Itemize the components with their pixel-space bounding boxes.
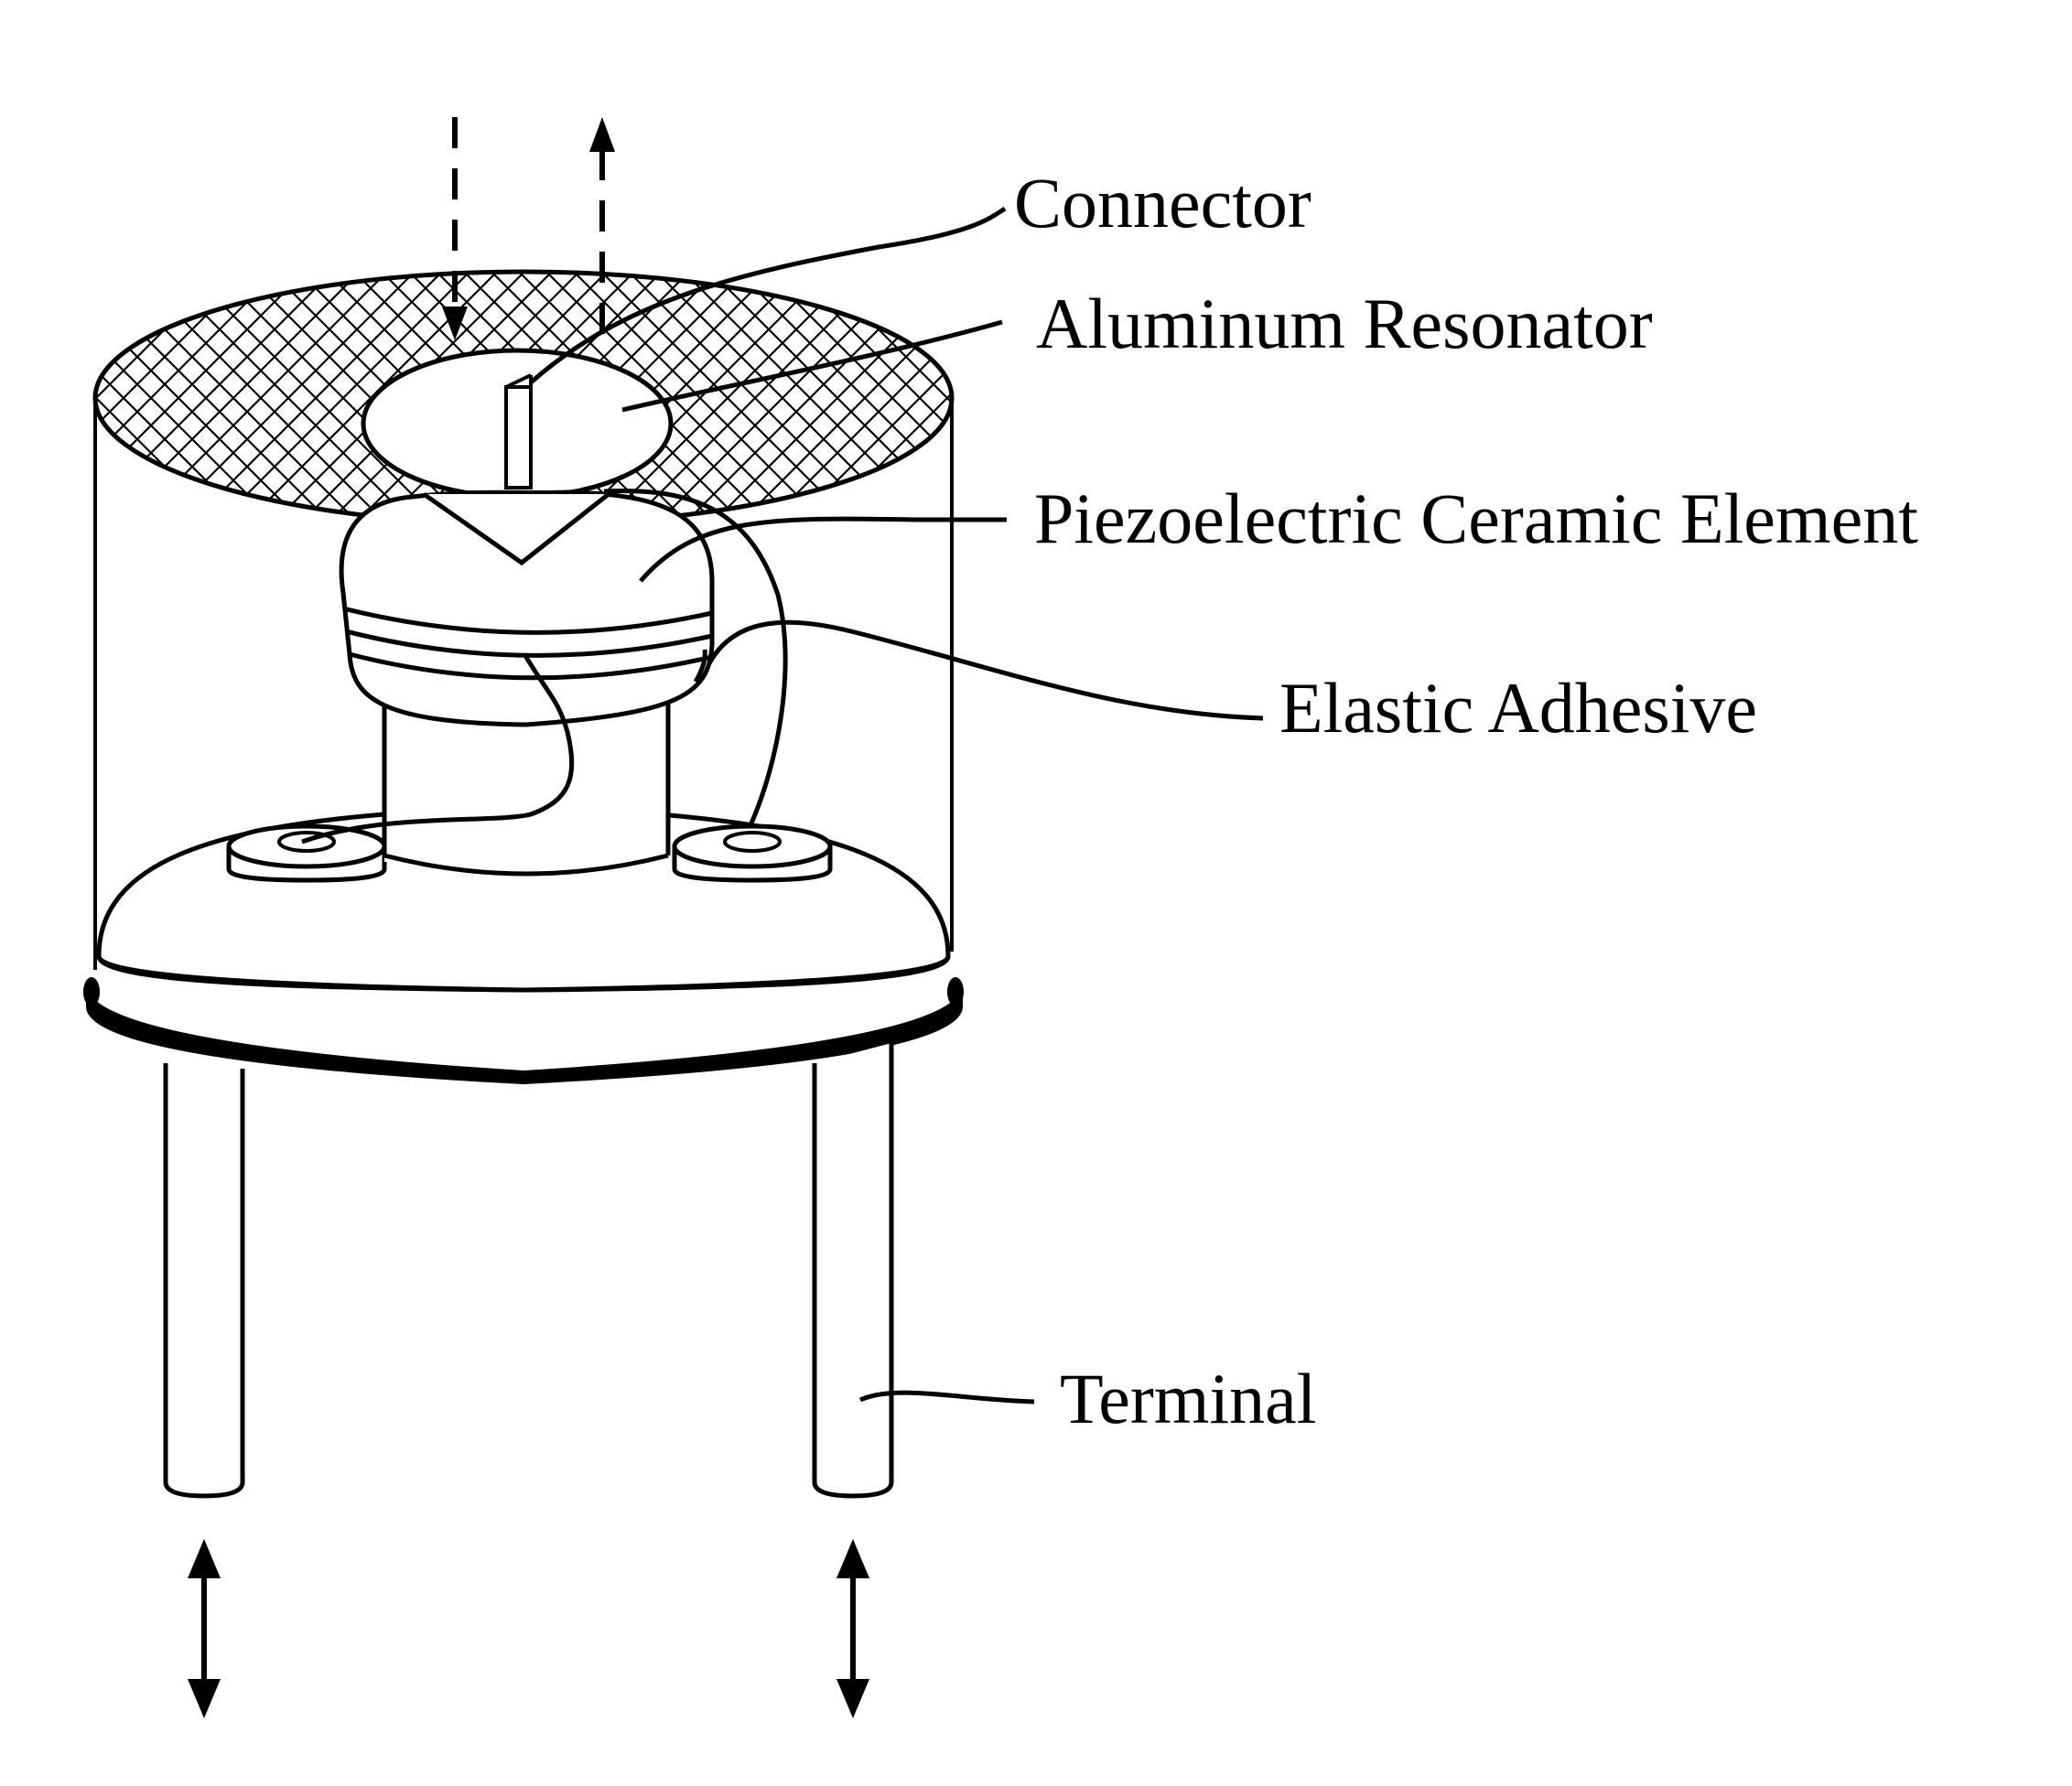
wave-arrows [442,117,615,340]
base-rim [96,955,951,993]
left-terminal [163,1063,245,1499]
outgoing-arrowhead [589,117,615,152]
connector-post [504,373,533,490]
wires [301,488,788,845]
base-ring [83,977,964,1084]
right-terminal-arrow [836,1539,869,1718]
piezo-leader [639,516,1007,583]
sensor-housing [93,400,954,970]
label-elastic-adhesive: Elastic Adhesive [1279,668,1757,748]
label-aluminum-resonator: Aluminum Resonator [1036,284,1653,363]
connector-leader [529,206,1007,384]
left-terminal-pad [226,823,387,883]
adhesive-leader [707,619,1264,721]
piezo-element [339,490,715,727]
right-terminal-pad [672,823,833,883]
right-terminal [812,1043,894,1499]
adhesive-edge [693,649,707,683]
right-wire [603,488,788,827]
left-terminal-arrow [188,1539,221,1718]
leader-lines [529,206,1264,1404]
resonator-leader [621,319,1003,413]
label-connector: Connector [1014,163,1311,242]
label-piezo-element: Piezoelectric Ceramic Element [1034,479,1918,558]
label-terminal: Terminal [1060,1359,1316,1438]
left-wire [301,652,575,845]
terminal-leader [858,1390,1035,1404]
incoming-arrowhead [442,307,468,340]
